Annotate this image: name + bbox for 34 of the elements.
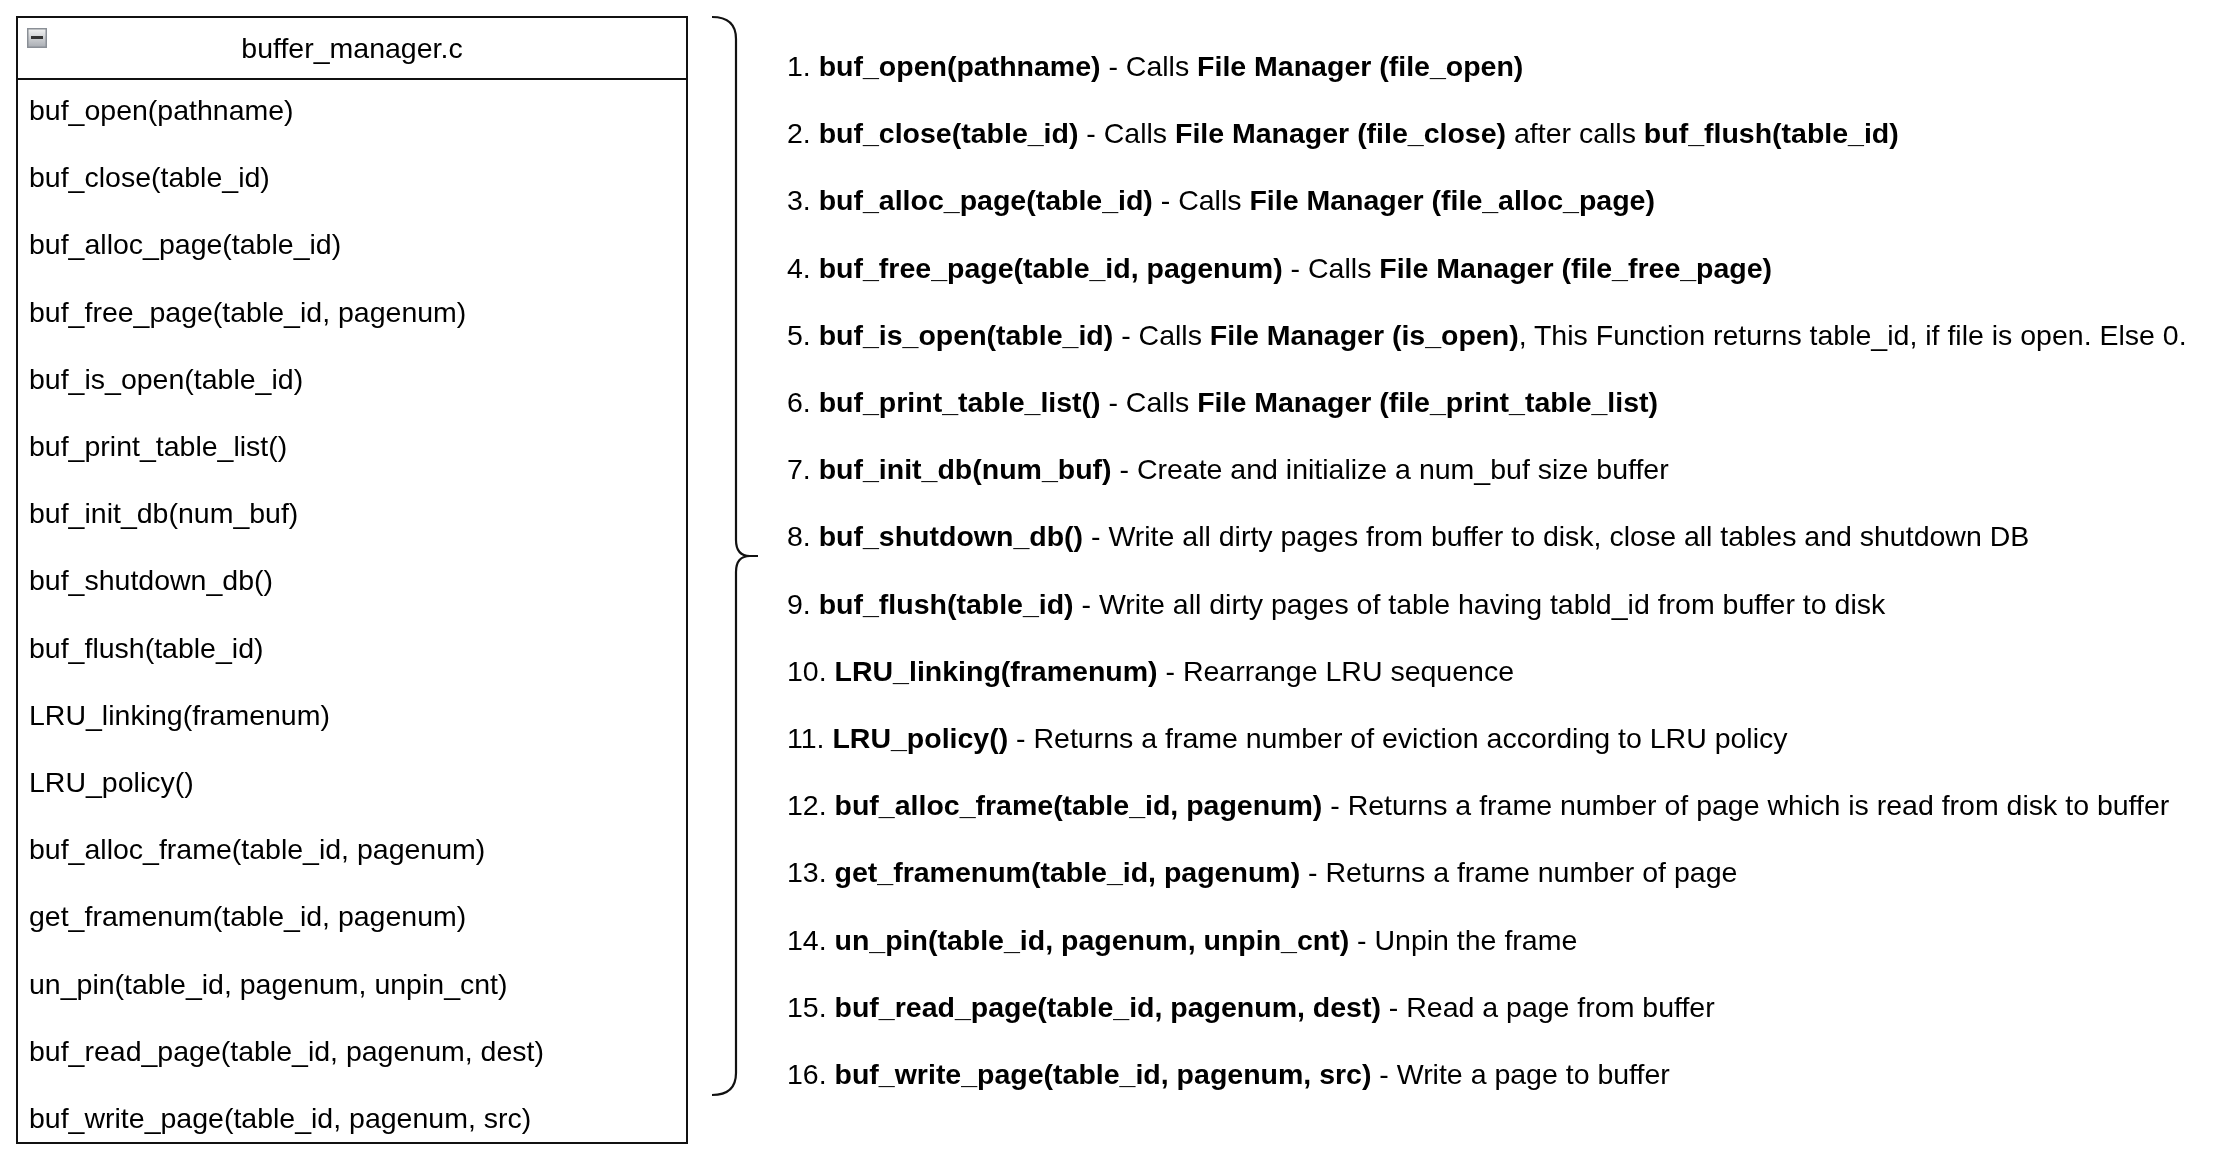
function-signature: buf_close(table_id) <box>29 160 270 195</box>
function-signature: buf_alloc_page(table_id) <box>29 227 342 262</box>
function-description: 3. buf_alloc_page(table_id) - Calls File Manager (file_alloc_page) <box>787 183 1655 218</box>
function-description: 1. buf_open(pathname) - Calls File Manager (file_open) <box>787 49 1524 83</box>
function-description: 5. buf_is_open(table_id) - Calls File Manager (is_open), This Function returns table_id, if file is open. Else 0. <box>787 317 2187 352</box>
function-signature: LRU_linking(framenum) <box>29 697 330 732</box>
function-description: 9. buf_flush(table_id) - Write all dirty pages of table having tabld_id from buffer to disk <box>787 586 1886 621</box>
class-name: buffer_manager.c <box>241 31 463 65</box>
function-signature: LRU_policy() <box>29 765 194 799</box>
function-description: 14. un_pin(table_id, pagenum, unpin_cnt) - Unpin the frame <box>787 922 1578 957</box>
function-signature: buf_write_page(table_id, pagenum, src) <box>29 1101 532 1135</box>
function-signature: buf_init_db(num_buf) <box>29 496 299 531</box>
function-description: 4. buf_free_page(table_id, pagenum) - Calls File Manager (file_free_page) <box>787 250 1773 285</box>
function-description: 12. buf_alloc_frame(table_id, pagenum) - Returns a frame number of page which is read from disk to buffer <box>787 788 2170 823</box>
function-description: 6. buf_print_table_list() - Calls File Manager (file_print_table_list) <box>787 385 1658 419</box>
function-description: 16. buf_write_page(table_id, pagenum, src) - Write a page to buffer <box>787 1057 1670 1091</box>
function-description: 15. buf_read_page(table_id, pagenum, dest) - Read a page from buffer <box>787 989 1715 1024</box>
function-signature: buf_free_page(table_id, pagenum) <box>29 294 467 329</box>
function-signature: buf_print_table_list() <box>29 429 288 463</box>
function-signature: buf_read_page(table_id, pagenum, dest) <box>29 1033 544 1068</box>
function-description: 7. buf_init_db(num_buf) - Create and initialize a num_buf size buffer <box>787 452 1669 487</box>
function-description: 11. LRU_policy() - Returns a frame number of eviction according to LRU policy <box>787 721 1788 755</box>
class-box <box>16 16 688 1144</box>
function-signature: buf_open(pathname) <box>29 93 294 127</box>
function-signature: buf_alloc_frame(table_id, pagenum) <box>29 832 486 867</box>
function-signature: buf_flush(table_id) <box>29 630 264 665</box>
function-description: 8. buf_shutdown_db() - Write all dirty pages from buffer to disk, close all tables and shutdown DB <box>787 519 2030 554</box>
function-description: 10. LRU_linking(framenum) - Rearrange LRU sequence <box>787 653 1515 688</box>
function-signature: get_framenum(table_id, pagenum) <box>29 899 467 934</box>
function-signature: buf_shutdown_db() <box>29 563 273 598</box>
function-signature: un_pin(table_id, pagenum, unpin_cnt) <box>29 966 508 1001</box>
function-description: 13. get_framenum(table_id, pagenum) - Returns a frame number of page <box>787 855 1738 890</box>
function-description: 2. buf_close(table_id) - Calls File Manager (file_close) after calls buf_flush(table_id) <box>787 116 1899 151</box>
function-signature: buf_is_open(table_id) <box>29 361 304 396</box>
